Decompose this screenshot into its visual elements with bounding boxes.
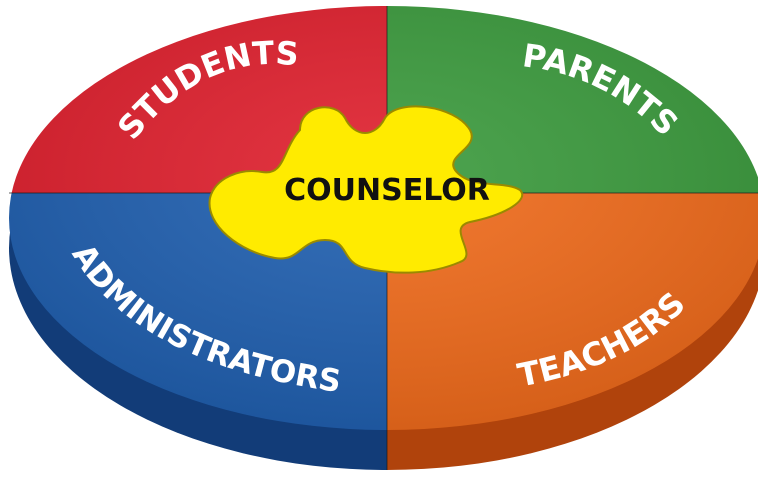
center-label: COUNSELOR <box>284 173 490 208</box>
counselor-puzzle-piece <box>208 105 524 274</box>
